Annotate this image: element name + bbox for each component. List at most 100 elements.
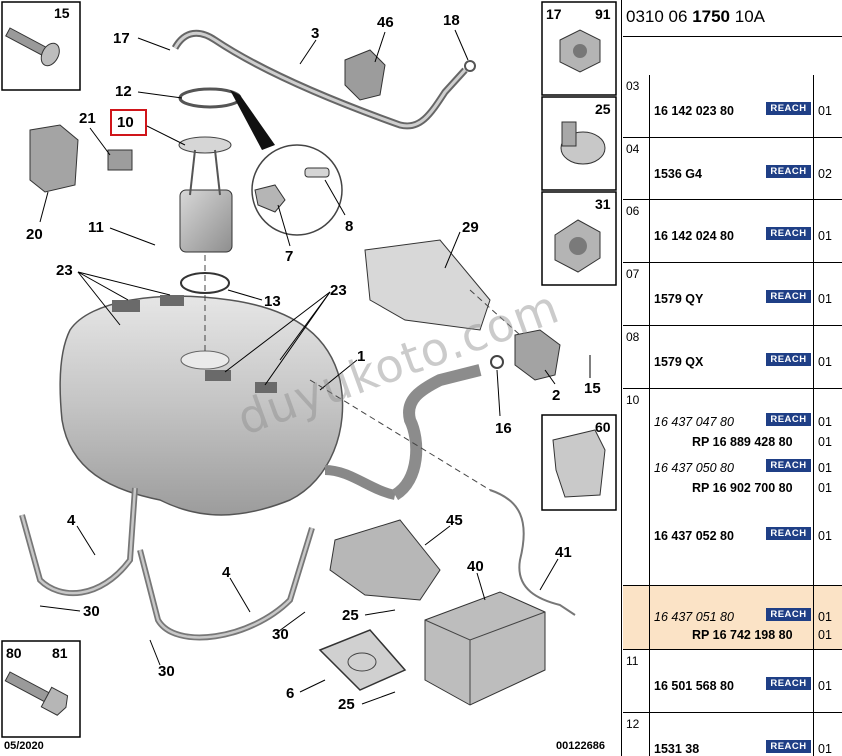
part-number[interactable]: 16 437 051 80 — [654, 610, 734, 624]
part-number[interactable]: 1579 QY — [654, 292, 704, 306]
callout-25[interactable]: 25 — [342, 607, 359, 624]
cover-6 — [318, 629, 407, 691]
callout-15[interactable]: 15 — [584, 380, 601, 397]
callout-25[interactable]: 25 — [338, 696, 355, 713]
part-number[interactable]: RP 16 902 700 80 — [692, 481, 793, 495]
part-number[interactable]: 16 142 023 80 — [654, 104, 734, 118]
clip-18 — [464, 60, 476, 72]
part-line[interactable]: RP 16 742 198 80 01 — [623, 626, 842, 644]
row-position — [623, 586, 650, 649]
reach-badge: REACH — [766, 527, 811, 540]
part-quantity: 01 — [818, 628, 832, 642]
clamp-16 — [490, 355, 504, 369]
callout-13[interactable]: 13 — [264, 293, 281, 310]
detail-circle — [230, 90, 343, 236]
callout-29[interactable]: 29 — [462, 219, 479, 236]
part-number[interactable]: 1536 G4 — [654, 167, 702, 181]
part-number[interactable]: 16 437 050 80 — [654, 461, 734, 475]
inset-label-25: 25 — [595, 101, 611, 117]
callout-10[interactable]: 10 — [117, 114, 134, 131]
callout-11[interactable]: 11 — [88, 219, 104, 236]
callout-23[interactable]: 23 — [56, 262, 73, 279]
part-number[interactable]: RP 16 742 198 80 — [692, 628, 793, 642]
part-quantity: 01 — [818, 529, 832, 543]
callout-7[interactable]: 7 — [285, 248, 294, 265]
fuel-tank-1 — [59, 295, 397, 516]
qty-divider — [813, 138, 814, 199]
callout-46[interactable]: 46 — [377, 14, 394, 31]
diagram-drawing — [1, 1, 617, 738]
callout-30[interactable]: 30 — [158, 663, 175, 680]
part-line[interactable]: 16 437 052 80 REACH 01 — [623, 527, 842, 545]
row-position: 07 — [623, 263, 650, 325]
part-number[interactable]: 16 501 568 80 — [654, 679, 734, 693]
callout-40[interactable]: 40 — [467, 558, 484, 575]
part-quantity: 01 — [818, 461, 832, 475]
part-number[interactable]: 16 437 047 80 — [654, 415, 734, 429]
part-number[interactable]: 1531 38 — [654, 742, 700, 756]
relay-21 — [107, 149, 133, 171]
inset-label-80: 80 — [6, 645, 22, 661]
callout-6[interactable]: 6 — [286, 685, 295, 702]
inset-label-60: 60 — [595, 419, 611, 435]
part-number[interactable]: 1579 QX — [654, 355, 704, 369]
reach-badge: REACH — [766, 353, 811, 366]
callout-45[interactable]: 45 — [446, 512, 463, 529]
part-quantity: 01 — [818, 742, 832, 756]
hose-41 — [489, 489, 576, 616]
callout-12[interactable]: 12 — [115, 83, 132, 100]
callout-1[interactable]: 1 — [357, 348, 366, 365]
part-quantity: 01 — [818, 104, 832, 118]
part-number[interactable]: RP 16 889 428 80 — [692, 435, 793, 449]
diagram-date: 05/2020 — [4, 740, 44, 752]
leader-lines — [39, 29, 591, 705]
inset-box-17-91 — [541, 1, 617, 96]
callout-20[interactable]: 20 — [26, 226, 43, 243]
part-quantity: 01 — [818, 679, 832, 693]
diagram-code: 00122686 — [556, 740, 605, 752]
callout-8[interactable]: 8 — [345, 218, 354, 235]
callout-41[interactable]: 41 — [555, 544, 572, 561]
callout-4[interactable]: 4 — [67, 512, 76, 529]
callout-30[interactable]: 30 — [83, 603, 100, 620]
inset-box-80-81 — [1, 640, 81, 738]
reach-badge: REACH — [766, 290, 811, 303]
part-number[interactable]: 16 142 024 80 — [654, 229, 734, 243]
callout-2[interactable]: 2 — [552, 387, 561, 404]
canister-40 — [424, 591, 546, 706]
callout-18[interactable]: 18 — [443, 12, 460, 29]
callout-17[interactable]: 17 — [113, 30, 130, 47]
callout-4[interactable]: 4 — [222, 564, 231, 581]
qty-divider — [813, 326, 814, 388]
callout-23[interactable]: 23 — [330, 282, 347, 299]
callout-16[interactable]: 16 — [495, 420, 512, 437]
part-number[interactable]: 16 437 052 80 — [654, 529, 734, 543]
callout-21[interactable]: 21 — [79, 110, 96, 127]
callout-30[interactable]: 30 — [272, 626, 289, 643]
qty-divider — [813, 263, 814, 325]
callout-3[interactable]: 3 — [311, 25, 320, 42]
selected-part-highlight — [110, 109, 147, 136]
